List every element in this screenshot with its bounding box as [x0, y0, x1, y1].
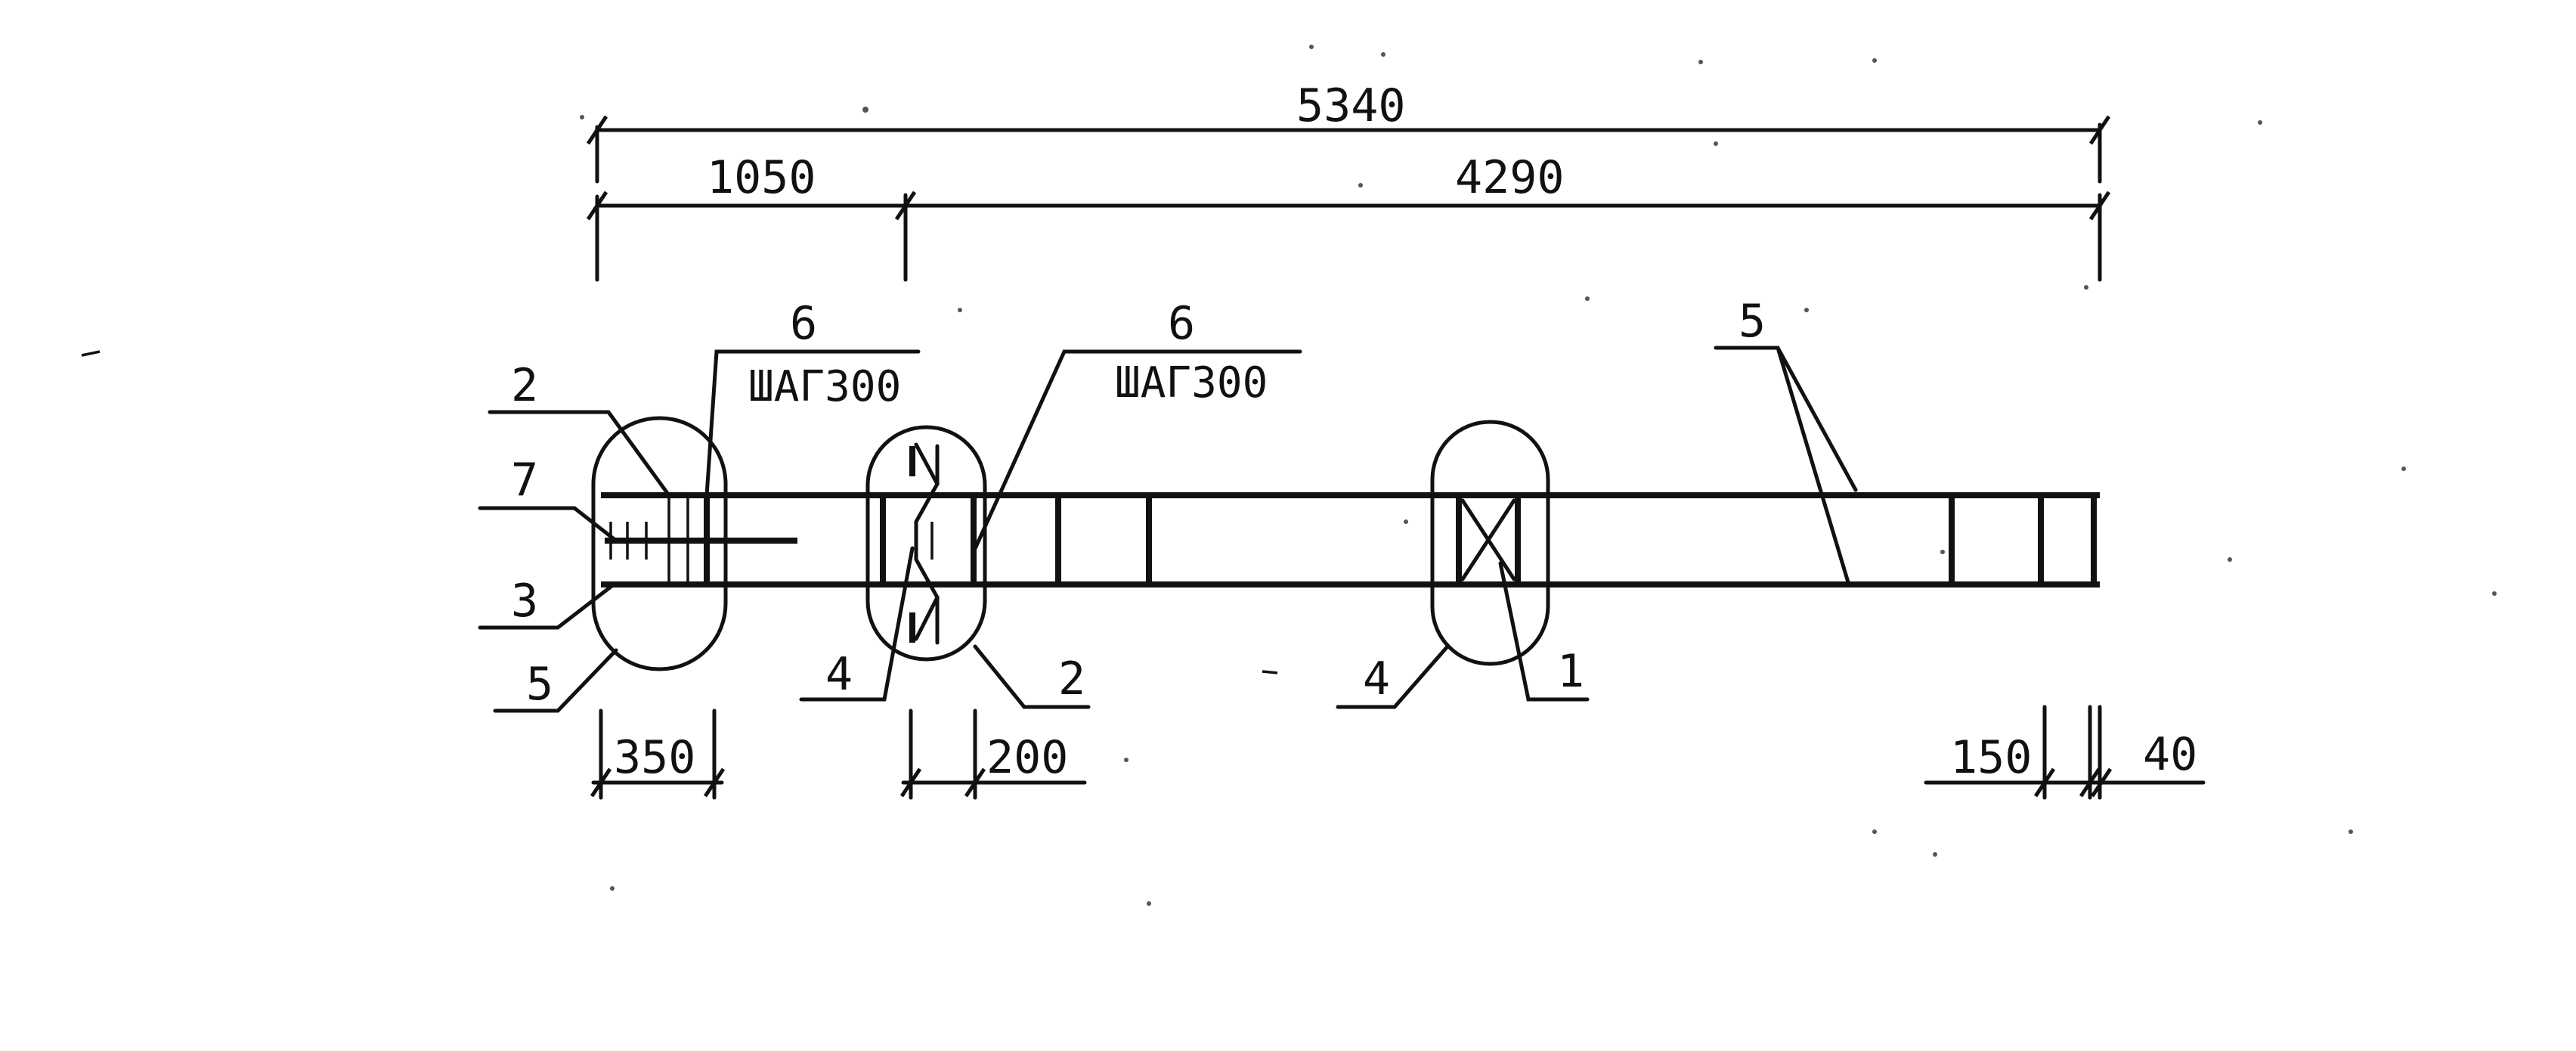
callout-1: 1	[1498, 561, 1590, 702]
label-5-right: 5	[1738, 295, 1766, 348]
scan-noise	[81, 45, 2497, 906]
dim-label-150: 150	[1950, 731, 2032, 784]
callout-4-mid: 4	[799, 546, 915, 702]
dim-label-40: 40	[2143, 728, 2197, 781]
dimension-200: 200	[899, 708, 1087, 800]
dimension-350: 350	[590, 708, 726, 800]
dim-label-350: 350	[614, 731, 695, 784]
dim-label-4290: 4290	[1455, 151, 1565, 204]
label-4-right: 4	[1363, 653, 1390, 705]
callout-7: 7	[478, 454, 618, 543]
label-1: 1	[1557, 645, 1584, 698]
label-6-mid: 6	[1168, 297, 1195, 350]
oval-mid	[865, 425, 987, 662]
callout-2-left: 2	[488, 359, 671, 498]
label-2-left: 2	[511, 359, 538, 412]
stirrups	[609, 495, 2097, 584]
dimension-150-40: 150 40	[1924, 705, 2206, 800]
label-4-mid: 4	[825, 648, 853, 701]
dimension-5340: 5340	[586, 79, 2111, 184]
callout-6-step-mid: 6 ШАГ300	[971, 297, 1302, 554]
oval-right	[1430, 420, 1550, 666]
label-5-left: 5	[526, 658, 553, 711]
callout-5-right: 5	[1714, 295, 1858, 584]
dim-label-200: 200	[986, 731, 1068, 784]
label-step-left: ШАГ300	[748, 362, 901, 411]
callout-3: 3	[478, 575, 616, 630]
label-3: 3	[511, 575, 538, 628]
callout-4-right: 4	[1336, 644, 1450, 709]
label-step-mid: ШАГ300	[1115, 358, 1268, 408]
dim-label-1050: 1050	[707, 151, 816, 204]
detail-ovals	[591, 416, 1550, 671]
oval-left	[591, 416, 728, 671]
callout-5-left: 5	[493, 648, 618, 713]
dimension-1050-4290: 1050 4290	[586, 151, 2111, 282]
longitudinal-bars	[601, 492, 2100, 588]
callout-2-mid: 2	[973, 644, 1091, 709]
label-2-mid: 2	[1058, 653, 1085, 705]
callout-6-step-left: 6 ШАГ300	[704, 297, 921, 498]
label-6-left: 6	[790, 297, 817, 350]
cross-brace-detail	[1456, 495, 1521, 584]
label-7: 7	[511, 454, 538, 507]
dim-label-5340: 5340	[1296, 79, 1406, 132]
hook-clip-detail	[909, 442, 940, 645]
